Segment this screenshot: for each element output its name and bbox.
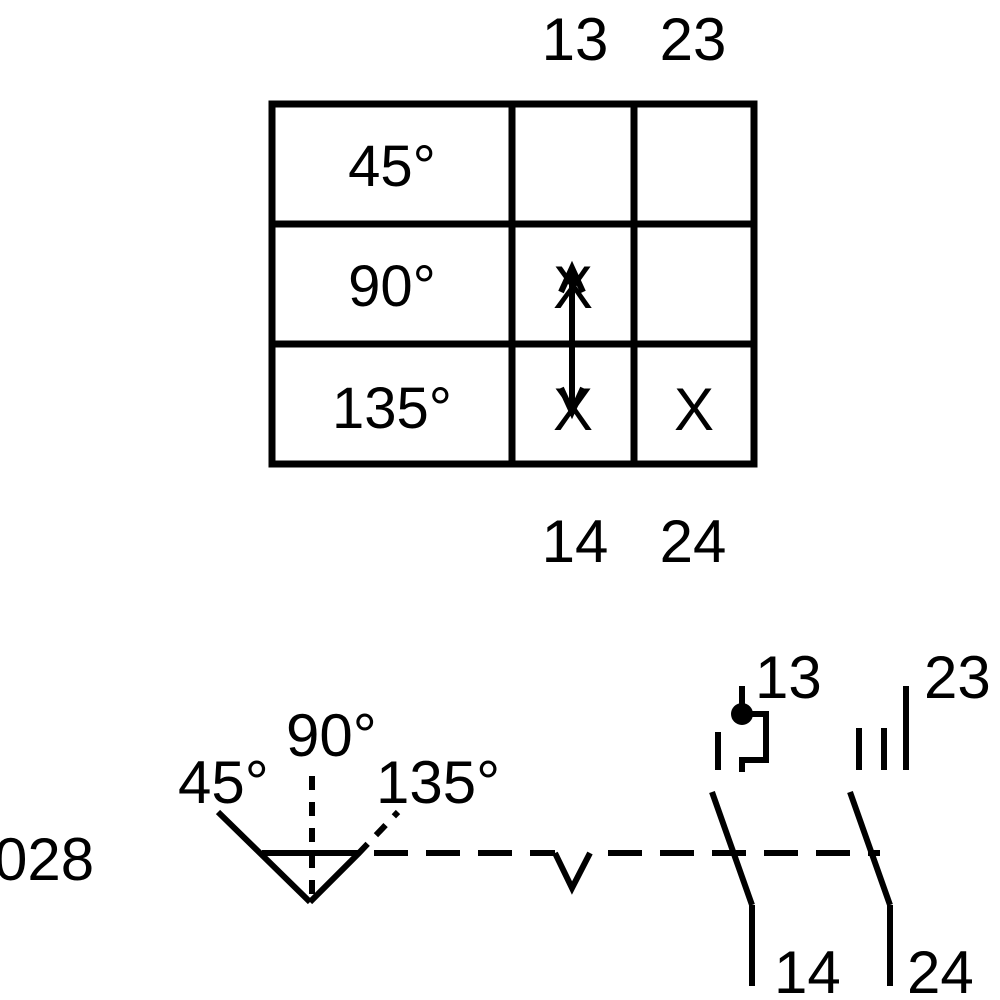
- row-angle-45: 45°: [348, 134, 436, 199]
- terminal-label-14: 14: [774, 939, 841, 1000]
- terminal-label-23: 23: [924, 644, 991, 711]
- contact-table: 13 23 45° 90° 135° X X X 14 24: [268, 6, 758, 575]
- switch-schematic: 028 45° 90° 135° 13 14: [0, 644, 991, 1000]
- row-angle-90: 90°: [348, 254, 436, 319]
- rotary-actuator-icon: [215, 776, 401, 905]
- angle-label-45: 45°: [178, 749, 269, 816]
- column-bottom-label-14: 14: [542, 508, 609, 575]
- angle-label-135: 135°: [376, 749, 500, 816]
- column-label-23: 23: [660, 6, 727, 73]
- angle-label-90: 90°: [286, 702, 377, 769]
- contact-13-14: 13 14: [709, 644, 841, 1000]
- part-code: 028: [0, 826, 94, 893]
- double-arrow-icon: [558, 260, 586, 420]
- cell-mark: X: [674, 376, 714, 443]
- contact-23-24: 23 24: [847, 644, 991, 1000]
- terminal-label-13: 13: [755, 644, 822, 711]
- terminal-label-24: 24: [907, 939, 974, 1000]
- row-angle-135: 135°: [332, 376, 452, 441]
- column-bottom-label-24: 24: [660, 508, 727, 575]
- mechanical-link-line: [374, 850, 880, 895]
- column-label-13: 13: [542, 6, 609, 73]
